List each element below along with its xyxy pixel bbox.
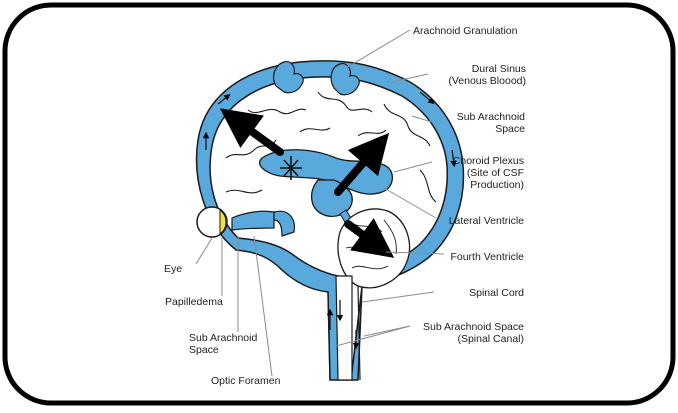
label-sub-arachnoid-canal: Sub Arachnoid Space [423,321,524,333]
label-optic-foramen: Optic Foramen [211,375,281,387]
label-sub-arachnoid-canal-2: (Spinal Canal) [457,333,524,345]
label-left-sub-arachnoid: Sub Arachnoid [189,332,257,344]
label-spinal-cord: Spinal Cord [469,287,524,299]
label-sub-arachnoid-space: Sub Arachnoid [457,111,525,123]
label-fourth-ventricle: Fourth Ventricle [450,251,524,263]
label-lateral-ventricle: Lateral Ventricle [449,215,524,227]
label-choroid-plexus: Choroid Plexus [453,155,524,167]
label-sub-arachnoid-space-2: Space [495,123,525,135]
label-arachnoid-granulation: Arachnoid Granulation [413,25,518,37]
label-eye: Eye [164,263,182,275]
label-choroid-plexus-2: (Site of CSF [467,167,524,179]
eye [197,207,227,237]
label-dural-sinus: Dural Sinus [472,63,526,75]
label-left-sub-arachnoid-2: Space [189,344,219,356]
label-papilledema: Papilledema [165,296,223,308]
label-dural-sinus-sub: (Venous Bloood) [448,75,526,87]
label-choroid-plexus-3: Production) [470,179,524,191]
